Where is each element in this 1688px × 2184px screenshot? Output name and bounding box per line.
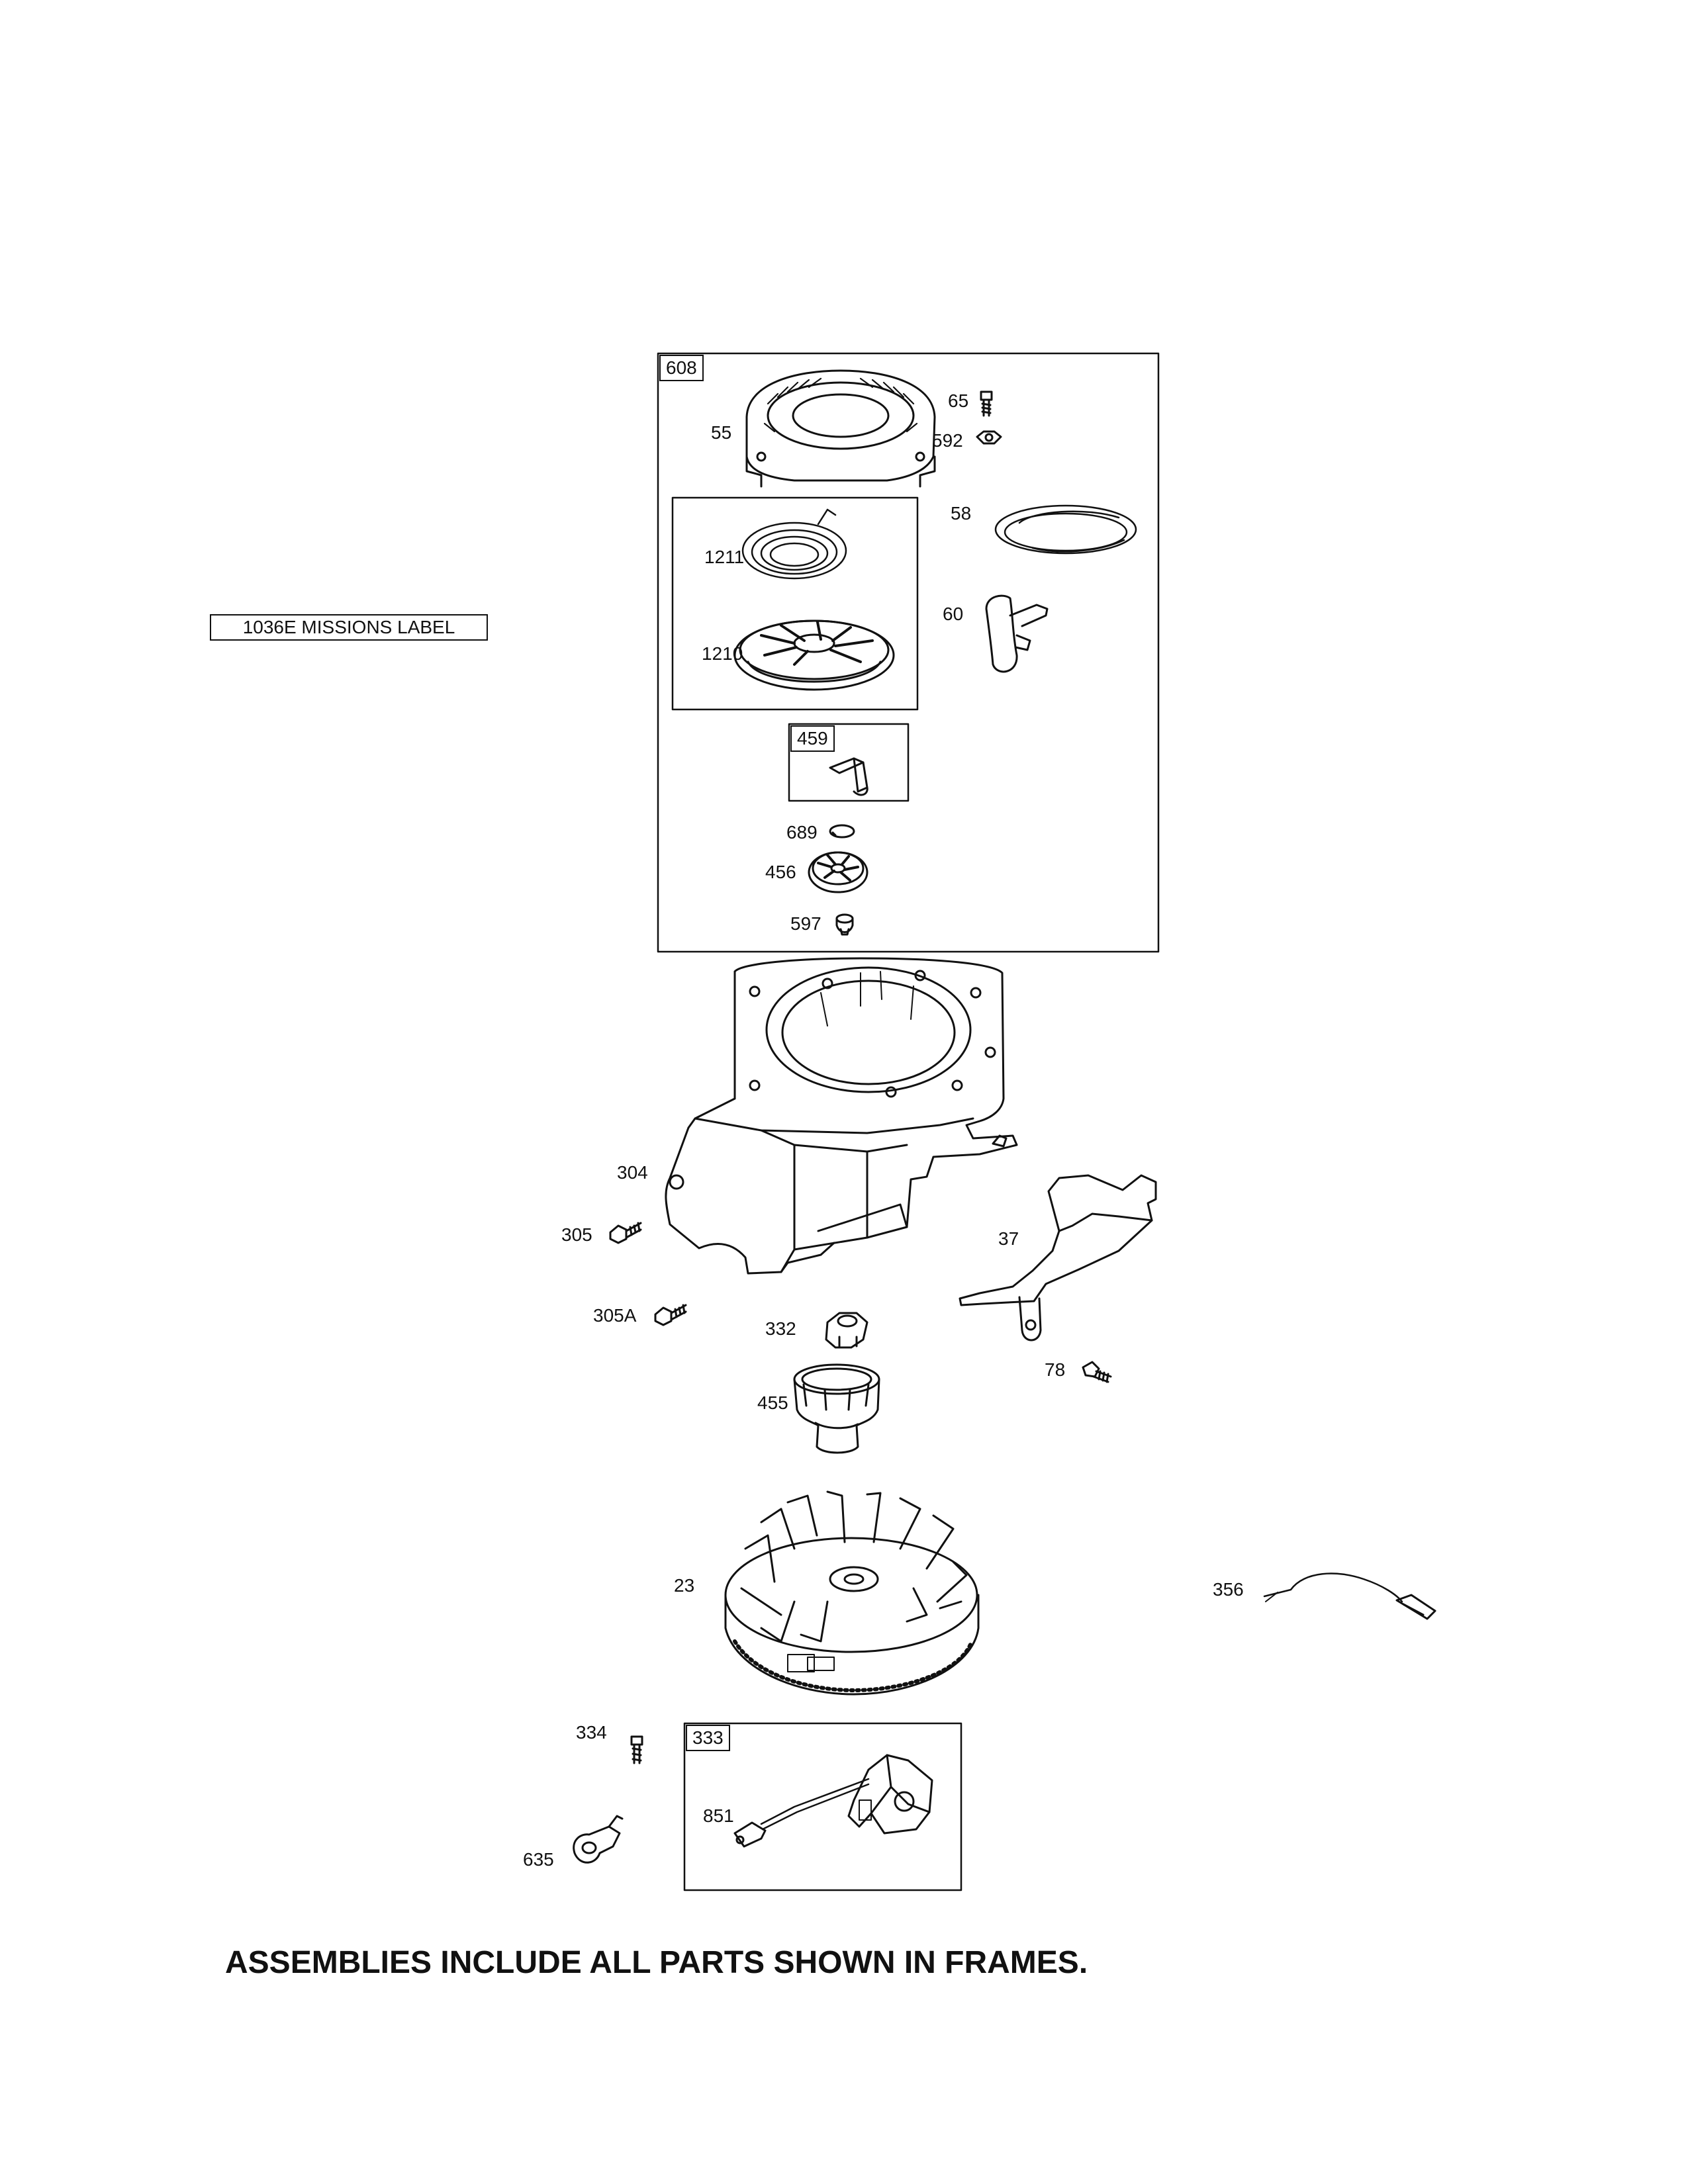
part-number-55: 55 — [711, 422, 732, 443]
screw-305a-drawing — [654, 1304, 687, 1326]
part-number-1210: 1210 — [702, 643, 743, 664]
frame-608-tag: 608 — [659, 355, 704, 381]
part-number-851: 851 — [703, 1805, 734, 1826]
spark-plug-boot-drawing — [573, 1815, 624, 1864]
part-number-58: 58 — [951, 503, 972, 523]
screw-334-drawing — [630, 1735, 643, 1764]
air-guide-drawing — [959, 1174, 1157, 1342]
screw-305-drawing — [609, 1222, 642, 1244]
pawl-459-drawing — [829, 757, 868, 796]
part-number-304: 304 — [617, 1162, 648, 1183]
part-number-456: 456 — [765, 862, 796, 882]
rewind-housing-drawing — [745, 369, 936, 488]
frame-rewind-inner-border — [671, 496, 919, 711]
part-number-78: 78 — [1045, 1359, 1066, 1380]
ground-wire-drawing — [1263, 1572, 1436, 1620]
starter-rope-drawing — [994, 504, 1137, 555]
part-number-332: 332 — [765, 1318, 796, 1339]
part-number-305a: 305A — [593, 1305, 637, 1326]
missions-label-box: 1036E MISSIONS LABEL — [210, 614, 488, 641]
starter-pulley-drawing — [733, 619, 895, 691]
part-number-592: 592 — [932, 430, 963, 451]
rewind-spring-drawing — [741, 508, 847, 580]
ignition-armature-drawing — [760, 1754, 933, 1835]
part-number-689: 689 — [786, 822, 818, 842]
flywheel-drawing — [724, 1490, 980, 1696]
frame-459-tag: 459 — [790, 725, 835, 752]
starter-cup-drawing — [793, 1363, 880, 1454]
screw-65-drawing — [980, 390, 993, 417]
part-number-597: 597 — [790, 913, 821, 934]
blower-housing-drawing — [665, 957, 1018, 1275]
frame-333-border — [683, 1722, 962, 1891]
part-number-60: 60 — [943, 604, 964, 624]
starter-handle-drawing — [985, 594, 1049, 673]
assemblies-note: ASSEMBLIES INCLUDE ALL PARTS SHOWN IN FR… — [225, 1945, 1088, 1980]
part-number-334: 334 — [576, 1722, 607, 1743]
retainer-689-drawing — [829, 824, 855, 839]
nut-592-drawing — [976, 430, 1002, 445]
part-number-635: 635 — [523, 1849, 554, 1870]
part-number-455: 455 — [757, 1392, 788, 1413]
spark-plug-terminal-851-drawing — [733, 1821, 767, 1848]
part-number-65: 65 — [948, 390, 969, 411]
part-number-1211: 1211 — [704, 547, 745, 567]
part-number-305: 305 — [561, 1224, 592, 1245]
part-number-23: 23 — [674, 1575, 695, 1596]
part-number-356: 356 — [1213, 1579, 1244, 1600]
nut-332-drawing — [825, 1312, 868, 1349]
frame-459-border — [788, 723, 910, 802]
frame-333-tag: 333 — [686, 1725, 730, 1751]
part-number-37: 37 — [998, 1228, 1019, 1249]
ratchet-456-drawing — [808, 851, 868, 893]
screw-78-drawing — [1082, 1361, 1112, 1383]
frame-608-border — [657, 352, 1160, 953]
screw-597-drawing — [835, 913, 854, 936]
